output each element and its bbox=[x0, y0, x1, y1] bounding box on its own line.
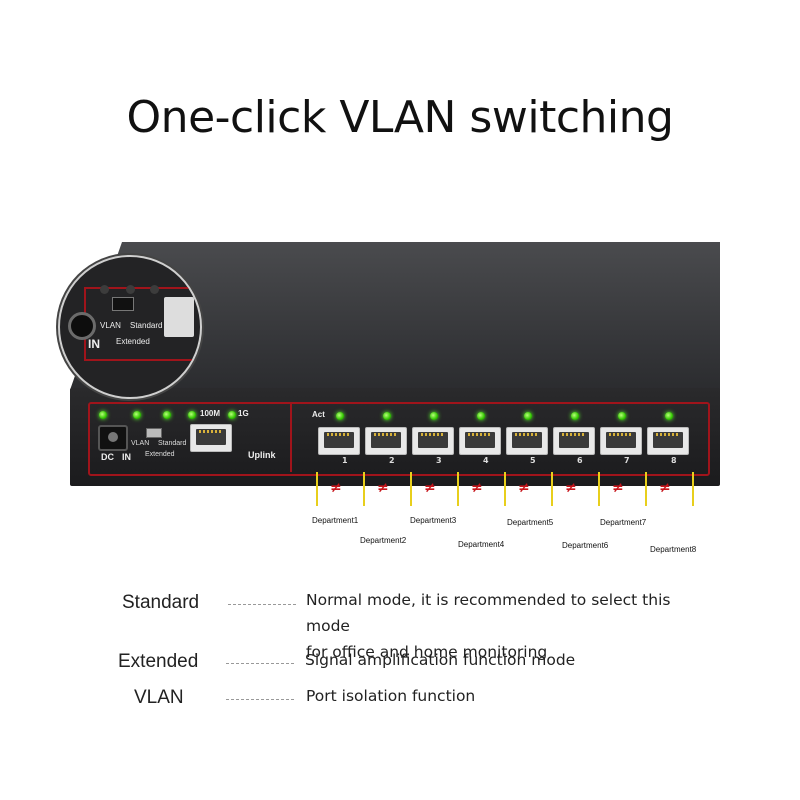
ethernet-port bbox=[506, 427, 548, 455]
dc-power-jack-icon bbox=[98, 425, 128, 451]
port-led-icon bbox=[336, 412, 344, 420]
department-label: Department7 bbox=[600, 518, 647, 527]
switch-standard-label: Standard bbox=[158, 440, 187, 447]
zoom-port bbox=[164, 297, 194, 337]
mode-extended-dash bbox=[226, 663, 294, 664]
port-number: 6 bbox=[577, 456, 583, 465]
department-label: Department4 bbox=[458, 540, 505, 549]
port-number: 5 bbox=[530, 456, 536, 465]
isolation-icon: ≠ bbox=[565, 480, 577, 496]
department-label: Department1 bbox=[312, 516, 359, 525]
uplink-label: Uplink bbox=[248, 450, 276, 460]
isolation-icon: ≠ bbox=[424, 480, 436, 496]
port-led-icon bbox=[383, 412, 391, 420]
port-number: 4 bbox=[483, 456, 489, 465]
department-divider bbox=[645, 472, 647, 506]
zoom-dc-jack-icon bbox=[68, 312, 96, 340]
mode-standard-name: Standard bbox=[122, 592, 200, 613]
page-title: One-click VLAN switching bbox=[126, 92, 674, 143]
department-divider bbox=[551, 472, 553, 506]
department-label: Department5 bbox=[507, 518, 554, 527]
port-number: 2 bbox=[389, 456, 395, 465]
department-divider bbox=[316, 472, 318, 506]
ethernet-port bbox=[412, 427, 454, 455]
isolation-icon: ≠ bbox=[377, 480, 389, 496]
ethernet-port bbox=[365, 427, 407, 455]
zoom-inset: VLAN Standard Extended IN bbox=[58, 255, 202, 399]
zoom-standard-label: Standard bbox=[130, 321, 163, 330]
dc-label: DC bbox=[101, 452, 114, 462]
mode-standard-desc-line1: Normal mode, it is recommended to select… bbox=[306, 591, 671, 635]
mode-standard-dash bbox=[228, 604, 296, 605]
mode-standard-desc-line2: for office and home monitoring bbox=[306, 643, 548, 661]
isolation-icon: ≠ bbox=[330, 480, 342, 496]
port-led-icon bbox=[618, 412, 626, 420]
isolation-icon: ≠ bbox=[518, 480, 530, 496]
front-separator bbox=[290, 404, 292, 472]
speed-100m-label: 100M bbox=[200, 409, 221, 418]
department-label: Department6 bbox=[562, 541, 609, 550]
ethernet-port bbox=[600, 427, 642, 455]
uplink-port bbox=[190, 424, 232, 452]
department-label: Department3 bbox=[410, 516, 457, 525]
isolation-icon: ≠ bbox=[471, 480, 483, 496]
port-led-icon bbox=[665, 412, 673, 420]
port-number: 8 bbox=[671, 456, 677, 465]
mode-switch-toggle[interactable] bbox=[146, 428, 162, 438]
mode-standard-description: Normal mode, it is recommended to select… bbox=[306, 587, 706, 665]
mode-vlan-dash bbox=[226, 699, 294, 700]
ethernet-port bbox=[553, 427, 595, 455]
port-number: 3 bbox=[436, 456, 442, 465]
switch-extended-label: Extended bbox=[145, 451, 175, 458]
mode-led-icon bbox=[163, 411, 171, 419]
ethernet-port bbox=[459, 427, 501, 455]
mode-extended-description: Signal amplification function mode bbox=[305, 651, 576, 669]
power-led-icon bbox=[99, 411, 107, 419]
port-number: 7 bbox=[624, 456, 630, 465]
department-divider bbox=[457, 472, 459, 506]
zoom-led-icon bbox=[126, 285, 135, 294]
speed-1g-label: 1G bbox=[238, 409, 249, 418]
department-divider bbox=[410, 472, 412, 506]
zoom-extended-label: Extended bbox=[116, 337, 150, 346]
zoom-led-icon bbox=[150, 285, 159, 294]
department-divider bbox=[504, 472, 506, 506]
uplink-1g-led-icon bbox=[228, 411, 236, 419]
port-led-icon bbox=[524, 412, 532, 420]
department-divider bbox=[598, 472, 600, 506]
department-divider bbox=[363, 472, 365, 506]
department-label: Department8 bbox=[650, 545, 697, 554]
uplink-100m-led-icon bbox=[188, 411, 196, 419]
isolation-icon: ≠ bbox=[612, 480, 624, 496]
front-red-frame bbox=[88, 402, 710, 476]
mode-vlan-description: Port isolation function bbox=[306, 687, 476, 705]
act-label: Act bbox=[312, 410, 325, 419]
department-label: Department2 bbox=[360, 536, 407, 545]
mode-extended-name: Extended bbox=[118, 651, 199, 672]
zoom-mode-switch bbox=[112, 297, 134, 311]
zoom-vlan-label: VLAN bbox=[100, 321, 121, 330]
mode-led-icon bbox=[133, 411, 141, 419]
department-divider bbox=[692, 472, 694, 506]
port-led-icon bbox=[477, 412, 485, 420]
port-led-icon bbox=[430, 412, 438, 420]
switch-vlan-label: VLAN bbox=[131, 440, 150, 447]
isolation-icon: ≠ bbox=[659, 480, 671, 496]
zoom-in-label: IN bbox=[88, 337, 100, 351]
port-number: 1 bbox=[342, 456, 348, 465]
zoom-led-icon bbox=[100, 285, 109, 294]
in-label: IN bbox=[122, 452, 131, 462]
ethernet-port bbox=[647, 427, 689, 455]
mode-vlan-name: VLAN bbox=[134, 687, 184, 708]
ethernet-port bbox=[318, 427, 360, 455]
port-led-icon bbox=[571, 412, 579, 420]
